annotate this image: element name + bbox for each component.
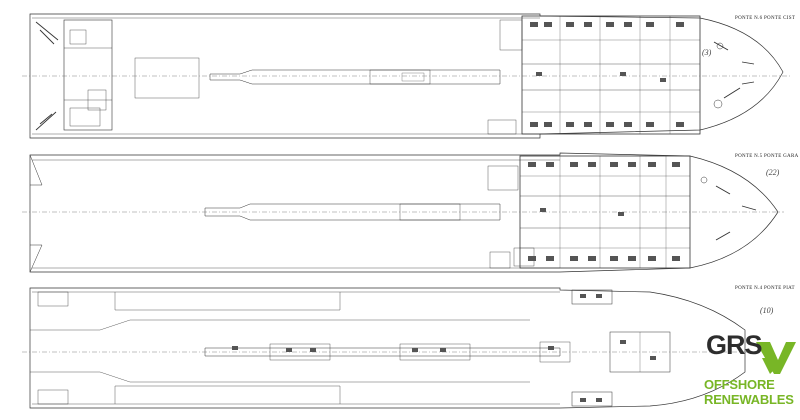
hull-outline-middle — [29, 152, 779, 273]
deck-plan-bottom — [29, 287, 746, 409]
hull-outline-bottom — [29, 287, 746, 409]
central-corridor-middle — [204, 203, 501, 221]
deck-plan-middle — [29, 152, 779, 273]
wind-chevron-icon — [756, 342, 796, 374]
stern-block-top — [63, 19, 113, 131]
deck-label-middle: PONTE N.5 PONTE GARA — [735, 154, 799, 159]
hull-inner-top — [32, 17, 540, 135]
deck-label-top: PONTE N.6 PONTE CIST — [735, 16, 796, 21]
grs-offshore-renewables-logo: GRS OFFSHORE RENEWABLES — [700, 330, 800, 415]
deck-plan-top — [29, 13, 784, 139]
deck-note-middle: (22) — [766, 168, 780, 177]
cabin-cells-middle — [528, 162, 680, 261]
open-deck-area-top — [134, 57, 200, 99]
logo-brand: GRS — [706, 330, 763, 360]
deck-note-top: (3) — [702, 48, 712, 57]
logo-line-2: RENEWABLES — [704, 392, 794, 407]
cabin-cells-bottom — [232, 294, 656, 402]
deck-label-bottom: PONTE N.4 PONTE PIAT — [735, 286, 795, 291]
cabin-cells-top — [530, 22, 684, 127]
hull-outline-top — [29, 13, 784, 139]
central-corridor-top — [209, 69, 501, 85]
logo-line-1: OFFSHORE — [704, 377, 775, 392]
cabin-block-top — [521, 15, 701, 135]
deck-note-bottom: (10) — [760, 306, 774, 315]
